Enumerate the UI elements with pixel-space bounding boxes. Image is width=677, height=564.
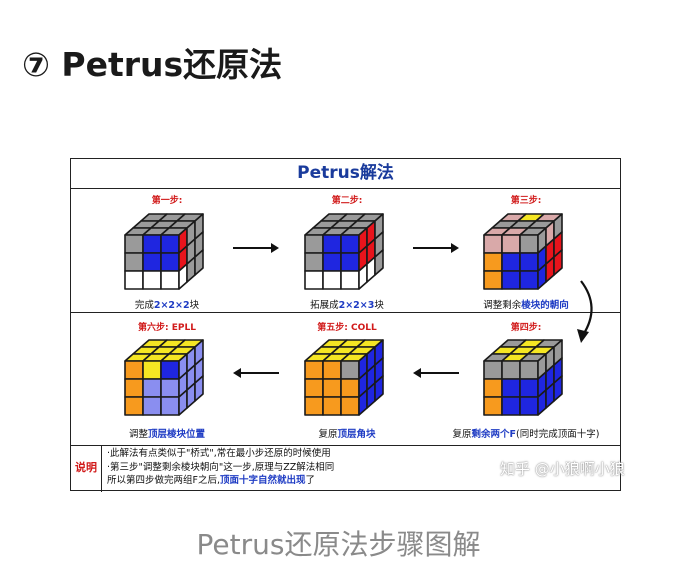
cube-sticker [501,396,521,416]
step-4-caption: 复原剩余两个F(同时完成顶面十字) [452,429,600,440]
cube-sticker [142,234,162,254]
watermark: 知乎 @小狼啊小狼 [500,460,625,478]
cube-step-3 [483,213,563,290]
explain-divider [71,445,620,446]
cube-sticker [483,396,503,416]
cube-sticker [124,234,144,254]
cube-sticker [374,249,384,276]
cube-sticker [142,270,162,290]
arrow-left-icon [233,368,279,378]
arrow-right-icon [233,243,279,253]
cube-sticker [340,252,360,272]
cube-sticker [304,378,324,398]
cube-sticker [160,234,180,254]
cube-sticker [501,252,521,272]
petrus-diagram: Petrus解法 第一步: 第二步: 第三步: 第六步: EPLL 第五步: C… [70,158,621,492]
row-divider [71,312,620,313]
cube-sticker [519,396,539,416]
cube-sticker [340,378,360,398]
step-6-caption: 调整顶层棱块位置 [128,429,206,440]
cube-sticker [483,270,503,290]
cube-sticker [519,360,539,380]
cube-sticker [142,396,162,416]
step-4-label: 第四步: [510,323,542,333]
cube-step-2 [304,213,384,290]
cube-sticker [340,234,360,254]
cube-sticker [160,270,180,290]
cube-sticker [322,270,342,290]
cube-sticker [340,270,360,290]
cube-sticker [374,375,384,402]
cube-sticker [160,360,180,380]
cube-step-6 [124,339,204,416]
cube-sticker [304,234,324,254]
cube-sticker [124,270,144,290]
cube-sticker [322,234,342,254]
cube-sticker [304,252,324,272]
cube-step-4 [483,339,563,416]
cube-sticker [194,375,204,402]
cube-sticker [340,360,360,380]
explain-label: 说明 [71,445,102,492]
cube-sticker [501,270,521,290]
cube-sticker [483,252,503,272]
step-1-caption: 完成2×2×2块 [134,300,200,311]
cube-sticker [519,252,539,272]
step-6-label: 第六步: EPLL [138,323,196,333]
cube-sticker [501,234,521,254]
cube-sticker [124,396,144,416]
cube-sticker [322,396,342,416]
cube-sticker [124,252,144,272]
cube-step-1 [124,213,204,290]
cube-sticker [160,252,180,272]
explain-line-2: ·第三步"调整剩余棱块朝向"这一步,原理与ZZ解法相同 [107,461,335,473]
cube-sticker [519,378,539,398]
diagram-title: Petrus解法 [71,159,620,189]
cube-sticker [304,396,324,416]
cube-sticker [322,378,342,398]
cube-sticker [483,378,503,398]
cube-sticker [304,270,324,290]
cube-sticker [322,252,342,272]
step-3-label: 第三步: [510,196,542,206]
cube-sticker [160,396,180,416]
cube-sticker [160,378,180,398]
step-2-label: 第二步: [331,196,363,206]
page-caption: Petrus还原法步骤图解 [196,528,481,561]
cube-sticker [124,378,144,398]
cube-sticker [124,360,144,380]
page-heading: ⑦ Petrus还原法 [22,45,283,84]
cube-sticker [519,234,539,254]
explain-text: ·此解法有点类似于"桥式",常在最小步还原的时候使用 ·第三步"调整剩余棱块朝向… [107,447,617,488]
cube-sticker [483,360,503,380]
cube-sticker [322,360,342,380]
cube-step-5 [304,339,384,416]
step-5-label: 第五步: COLL [317,323,377,333]
cube-sticker [304,360,324,380]
cube-sticker [340,396,360,416]
cube-sticker [501,378,521,398]
step-5-caption: 复原顶层角块 [318,429,376,440]
explain-line-1: ·此解法有点类似于"桥式",常在最小步还原的时候使用 [107,448,331,459]
cube-sticker [194,249,204,276]
cube-sticker [142,252,162,272]
cube-sticker [483,234,503,254]
step-3-caption: 调整剩余棱块的朝向 [483,300,569,311]
cube-sticker [519,270,539,290]
cube-sticker [553,375,563,402]
cube-sticker [501,360,521,380]
arrow-right-icon [413,243,459,253]
cube-sticker [142,360,162,380]
cube-sticker [553,249,563,276]
cube-sticker [142,378,162,398]
step-1-label: 第一步: [151,196,183,206]
explain-line-3: 所以第四步做完两组F之后,顶面十字自然就出现了 [107,475,316,486]
curved-arrow-down-icon [577,280,593,343]
arrow-left-icon [413,368,459,378]
step-2-caption: 拓展成2×2×3块 [310,300,384,311]
